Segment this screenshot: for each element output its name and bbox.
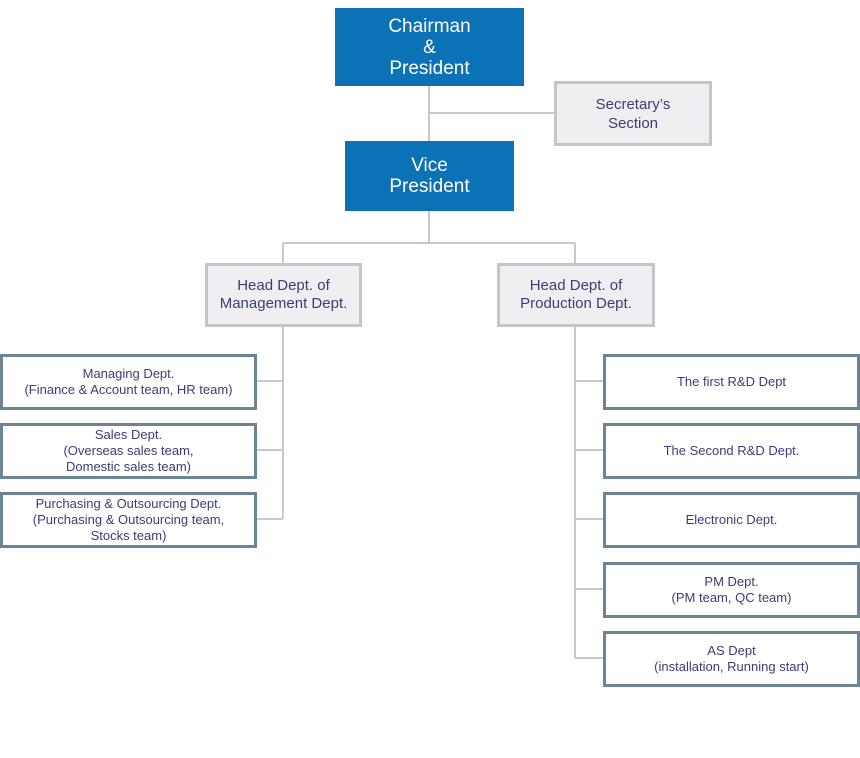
purchasing-dept-box: Purchasing & Outsourcing Dept. (Purchasi… xyxy=(0,492,257,548)
dept-line: Stocks team) xyxy=(90,528,167,543)
dept-line: The Second R&D Dept. xyxy=(663,443,800,458)
management-head-line: Management Dept. xyxy=(219,295,348,312)
dept-line: PM Dept. xyxy=(704,574,759,589)
management-head-box: Head Dept. of Management Dept. xyxy=(205,263,362,327)
dept-line: (installation, Running start) xyxy=(654,659,809,674)
first-rd-dept-box: The first R&D Dept xyxy=(603,354,860,410)
dept-line: (Purchasing & Outsourcing team, xyxy=(32,512,225,527)
dept-line: (Finance & Account team, HR team) xyxy=(24,382,233,397)
as-dept-box: AS Dept (installation, Running start) xyxy=(603,631,860,687)
sales-dept-box: Sales Dept. (Overseas sales team, Domest… xyxy=(0,423,257,479)
secretary-box: Secretary’s Section xyxy=(554,81,712,146)
chairman-line: President xyxy=(389,57,470,79)
vice-president-line: President xyxy=(389,176,470,197)
pm-dept-box: PM Dept. (PM team, QC team) xyxy=(603,562,860,618)
secretary-line: Secretary’s xyxy=(595,95,671,113)
chairman-line: & xyxy=(423,36,436,58)
production-head-box: Head Dept. of Production Dept. xyxy=(497,263,655,327)
chairman-box: Chairman & President xyxy=(335,8,524,86)
dept-line: AS Dept xyxy=(707,643,756,658)
dept-line: Sales Dept. xyxy=(94,427,163,442)
vice-president-box: Vice President xyxy=(345,141,514,211)
dept-line: (PM team, QC team) xyxy=(671,590,792,605)
managing-dept-box: Managing Dept. (Finance & Account team, … xyxy=(0,354,257,410)
vice-president-line: Vice xyxy=(411,155,448,176)
dept-line: Managing Dept. xyxy=(82,366,175,381)
dept-line: (Overseas sales team, xyxy=(63,443,194,458)
second-rd-dept-box: The Second R&D Dept. xyxy=(603,423,860,479)
chairman-line: Chairman xyxy=(388,15,471,37)
production-head-line: Head Dept. of xyxy=(529,277,623,294)
secretary-line: Section xyxy=(607,114,659,132)
dept-line: The first R&D Dept xyxy=(676,374,787,389)
management-head-line: Head Dept. of xyxy=(237,277,330,294)
dept-line: Purchasing & Outsourcing Dept. xyxy=(35,496,222,511)
production-head-line: Production Dept. xyxy=(520,295,632,312)
dept-line: Electronic Dept. xyxy=(685,512,778,527)
electronic-dept-box: Electronic Dept. xyxy=(603,492,860,548)
dept-line: Domestic sales team) xyxy=(66,459,191,474)
